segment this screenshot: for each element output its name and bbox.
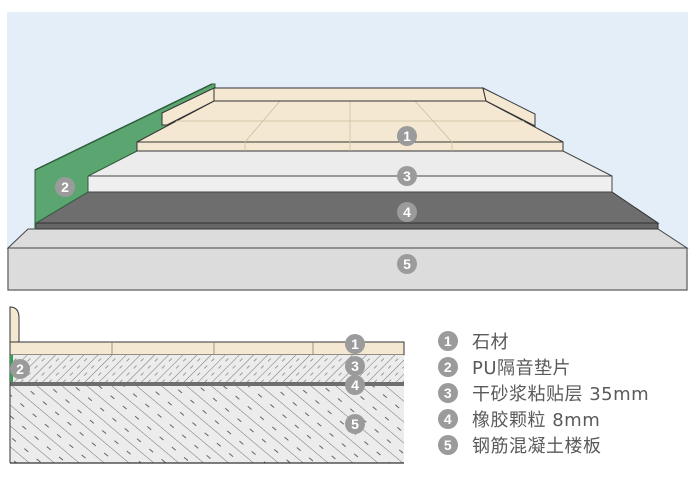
- legend-item: 3 干砂浆粘贴层 35mm: [438, 380, 649, 406]
- number-badge: [345, 334, 365, 354]
- legend-label: 石材: [472, 332, 509, 353]
- section-skirting: [9, 306, 20, 343]
- section-view: 1 3 2 4 5: [9, 306, 405, 464]
- legend-item: 5 钢筋混凝土楼板: [438, 432, 649, 458]
- rubber-top-face: [34, 191, 660, 224]
- number-badge: 1: [438, 331, 458, 351]
- slab-front-face: [7, 247, 688, 291]
- skirting-back: [213, 87, 487, 102]
- number-badge-label: 5: [403, 256, 411, 272]
- legend-label: 钢筋混凝土楼板: [472, 436, 602, 457]
- stone-joints: [173, 100, 526, 151]
- number-badge: 2: [438, 357, 458, 377]
- skirting-left: [161, 87, 215, 126]
- number-badge: [10, 359, 30, 379]
- number-badge-label: 1: [351, 336, 359, 352]
- number-badge: [345, 356, 365, 376]
- number-badge-label: 2: [16, 361, 24, 377]
- number-badge-label: 3: [351, 358, 359, 374]
- legend: 1 石材 2 PU隔音垫片 3 干砂浆粘贴层 35mm 4 橡胶颗粒 8mm 5 钢筋混凝…: [438, 328, 649, 458]
- section-stone: [9, 341, 405, 356]
- number-badge: [345, 414, 365, 434]
- number-badge-label: 2: [61, 179, 69, 195]
- rubber-front-band: [35, 222, 659, 230]
- number-badge: [397, 202, 417, 222]
- legend-item: 2 PU隔音垫片: [438, 354, 649, 380]
- section-slab: [10, 386, 404, 463]
- number-badge: [397, 254, 417, 274]
- number-badge-label: 4: [403, 204, 411, 220]
- number-badge: 5: [438, 435, 458, 455]
- isometric-view: 1 3 2 4 5: [6, 12, 689, 291]
- number-badge: 4: [438, 409, 458, 429]
- number-badge-label: 4: [351, 377, 359, 393]
- number-badge: [345, 375, 365, 395]
- legend-label: PU隔音垫片: [472, 358, 572, 379]
- mortar-front-face: [87, 175, 613, 193]
- number-badge: [397, 166, 417, 186]
- section-mortar: [10, 355, 404, 382]
- legend-label: 干砂浆粘贴层 35mm: [472, 384, 650, 405]
- number-badge-label: 3: [403, 168, 411, 184]
- number-badge: [397, 126, 417, 146]
- section-rubber: [10, 382, 404, 386]
- number-badge: [55, 177, 75, 197]
- number-badge: 3: [438, 383, 458, 403]
- slab-top-face: [6, 228, 689, 249]
- legend-item: 4 橡胶颗粒 8mm: [438, 406, 649, 432]
- legend-item: 1 石材: [438, 328, 649, 354]
- number-badge-label: 5: [351, 416, 359, 432]
- skirting-right: [482, 87, 536, 127]
- legend-label: 橡胶颗粒 8mm: [472, 410, 601, 431]
- number-badge-label: 1: [403, 128, 411, 144]
- mortar-top-face: [87, 150, 613, 177]
